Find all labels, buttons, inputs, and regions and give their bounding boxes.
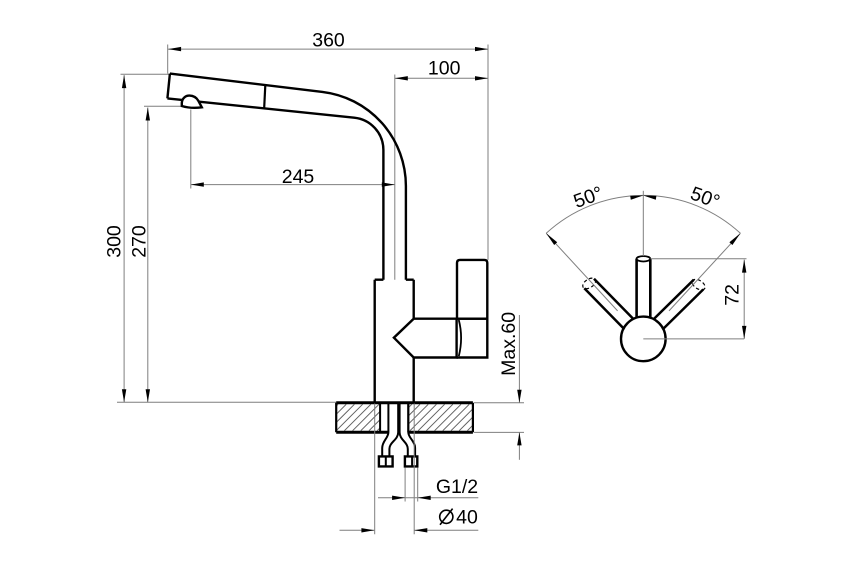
svg-text:245: 245 <box>282 166 315 188</box>
svg-text:270: 270 <box>128 225 150 258</box>
svg-text:72: 72 <box>722 284 744 306</box>
svg-text:360: 360 <box>312 29 345 51</box>
svg-text:300: 300 <box>104 225 126 258</box>
svg-text:Max.60: Max.60 <box>498 312 520 376</box>
svg-text:G1/2: G1/2 <box>436 476 478 498</box>
svg-text:100: 100 <box>428 58 461 80</box>
svg-text:40: 40 <box>456 506 478 528</box>
